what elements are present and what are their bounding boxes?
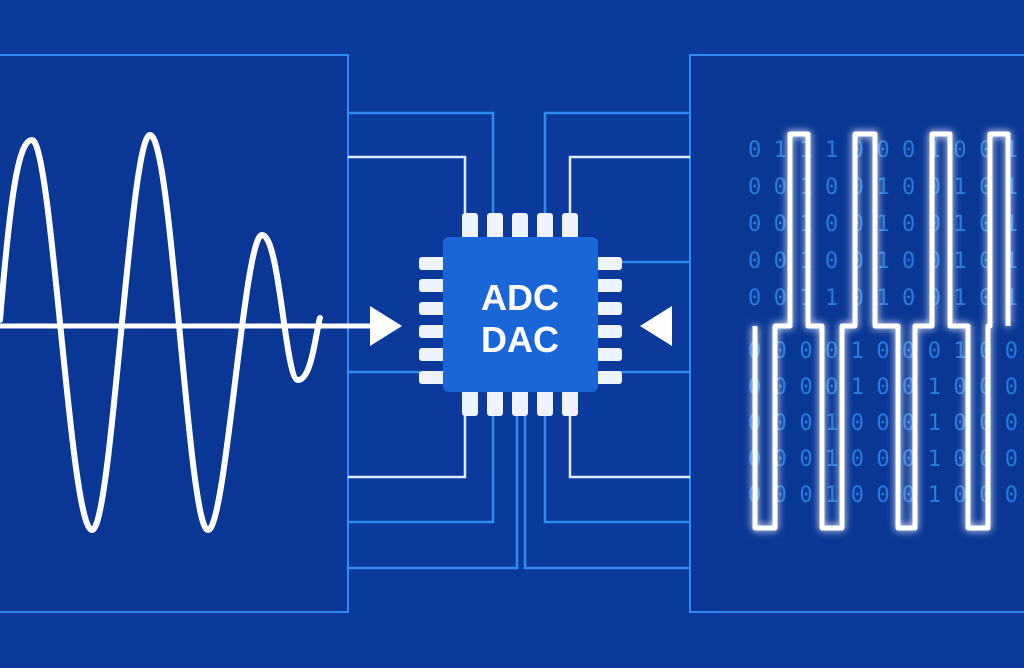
binary-row: 0 0 0 1 0 0 0 1 0 0 0 [748,447,1018,472]
binary-row: 0 1 1 1 0 0 0 1 0 0 1 [748,138,1018,163]
chip-pin [462,213,478,239]
binary-row: 0 0 1 1 0 1 0 0 1 0 1 [748,286,1018,311]
arrow-left-icon [640,306,672,346]
chip-pin [512,390,528,416]
chip-pin [562,390,578,416]
chip-pin [596,257,622,270]
chip-pin [537,213,553,239]
adc-dac-chip [443,237,598,392]
binary-grid-bottom: 0 0 0 0 1 0 0 0 1 0 0 0 0 0 0 1 0 0 1 0 0… [748,339,1018,508]
circuit-traces [348,111,690,570]
chip-pin [512,213,528,239]
chip-pin [596,302,622,315]
binary-row: 0 0 0 0 1 0 0 1 0 0 0 [748,375,1018,400]
binary-row: 0 0 0 1 0 0 0 1 0 0 0 [748,411,1018,436]
chip-pin [419,325,445,338]
chip-pin [419,279,445,292]
chip-pin [419,302,445,315]
chip-pin [537,390,553,416]
chip-pin [462,390,478,416]
chip-pin [596,325,622,338]
analog-sine-wave [0,131,323,534]
chip-pin [419,348,445,361]
chip-pin [596,371,622,384]
arrow-right-icon [370,306,402,346]
chip-pin [562,213,578,239]
chip-pin [596,348,622,361]
binary-row: 0 0 0 0 1 0 0 0 1 0 0 [748,339,1018,364]
binary-row: 0 0 1 0 0 1 0 0 1 0 1 [748,249,1018,274]
chip-pin [419,257,445,270]
chip-pin [487,213,503,239]
chip-pin [596,279,622,292]
chip-pin [419,371,445,384]
chip-pin [487,390,503,416]
binary-row: 0 0 1 0 0 1 0 0 1 0 1 [748,175,1018,200]
binary-row: 0 0 0 1 0 0 0 1 0 0 0 [748,483,1018,508]
binary-row: 0 0 1 0 0 1 0 0 1 0 1 [748,212,1018,237]
chip-label-dac: DAC [481,319,559,360]
chip-pins [419,213,622,416]
chip-label-adc: ADC [481,277,559,318]
analog-panel [0,54,349,613]
binary-grid-top: 0 1 1 1 0 0 0 1 0 0 1 0 0 1 0 0 1 0 0 1 0… [748,138,1018,311]
